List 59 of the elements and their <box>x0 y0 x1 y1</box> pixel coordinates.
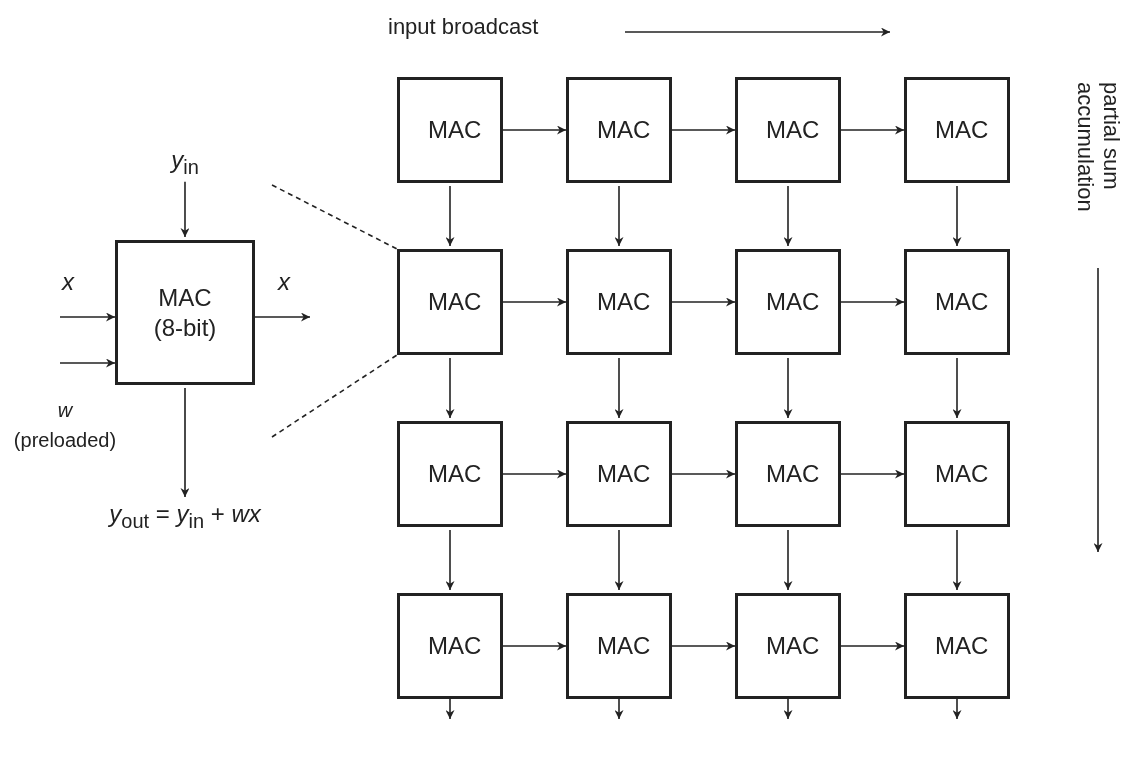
mac-unit-box: MAC <box>397 77 503 183</box>
arrow <box>671 125 736 135</box>
mac-unit-box: MAC <box>735 421 841 527</box>
mac-unit-box: MAC <box>397 249 503 355</box>
direction-label: partial sum accumulation <box>1072 82 1124 214</box>
arrow <box>614 185 624 247</box>
arrow <box>445 357 455 419</box>
zoom-line <box>271 184 398 250</box>
mac-unit-box: MAC <box>566 77 672 183</box>
mac-unit-box: MAC <box>397 593 503 699</box>
mac-unit-box: MAC <box>904 77 1010 183</box>
arrow <box>783 529 793 591</box>
zoom-line <box>271 354 398 438</box>
arrow <box>671 641 736 651</box>
arrow <box>502 469 567 479</box>
mac-unit-box: MAC <box>904 249 1010 355</box>
mac-unit-box: MAC (8-bit) <box>115 240 255 385</box>
signal-label: x <box>62 268 74 296</box>
mac-unit-box: MAC <box>566 593 672 699</box>
arrow <box>59 358 116 368</box>
arrow <box>840 469 905 479</box>
arrow <box>445 185 455 247</box>
mac-unit-box: MAC <box>904 593 1010 699</box>
arrow <box>614 529 624 591</box>
formula-label: y$_{in}$ <box>171 146 199 179</box>
arrow <box>445 698 455 720</box>
arrow <box>180 181 190 238</box>
arrow <box>671 469 736 479</box>
mac-unit-box: MAC <box>566 421 672 527</box>
arrow <box>840 297 905 307</box>
arrow <box>59 312 116 322</box>
mac-unit-box: MAC <box>397 421 503 527</box>
arrow <box>445 529 455 591</box>
arrow <box>254 312 311 322</box>
mac-unit-box: MAC <box>735 593 841 699</box>
mac-unit-box: MAC <box>735 249 841 355</box>
arrow <box>783 185 793 247</box>
arrow <box>952 185 962 247</box>
arrow <box>180 387 190 498</box>
formula-label: y$_{out}$ = y$_{in}$ + wx <box>109 500 261 533</box>
arrow <box>783 698 793 720</box>
arrow <box>783 357 793 419</box>
mac-unit-box: MAC <box>566 249 672 355</box>
mac-unit-box: MAC <box>735 77 841 183</box>
arrow <box>952 529 962 591</box>
arrow <box>614 357 624 419</box>
direction-label: input broadcast <box>388 14 539 40</box>
arrow <box>952 698 962 720</box>
arrow <box>671 297 736 307</box>
arrow <box>840 641 905 651</box>
arrow <box>840 125 905 135</box>
mac-unit-box: MAC <box>904 421 1010 527</box>
arrow <box>502 297 567 307</box>
arrow <box>952 357 962 419</box>
arrow <box>502 641 567 651</box>
arrow <box>614 698 624 720</box>
signal-label: w (preloaded) <box>12 398 118 453</box>
arrow <box>502 125 567 135</box>
signal-label: x <box>278 268 290 296</box>
